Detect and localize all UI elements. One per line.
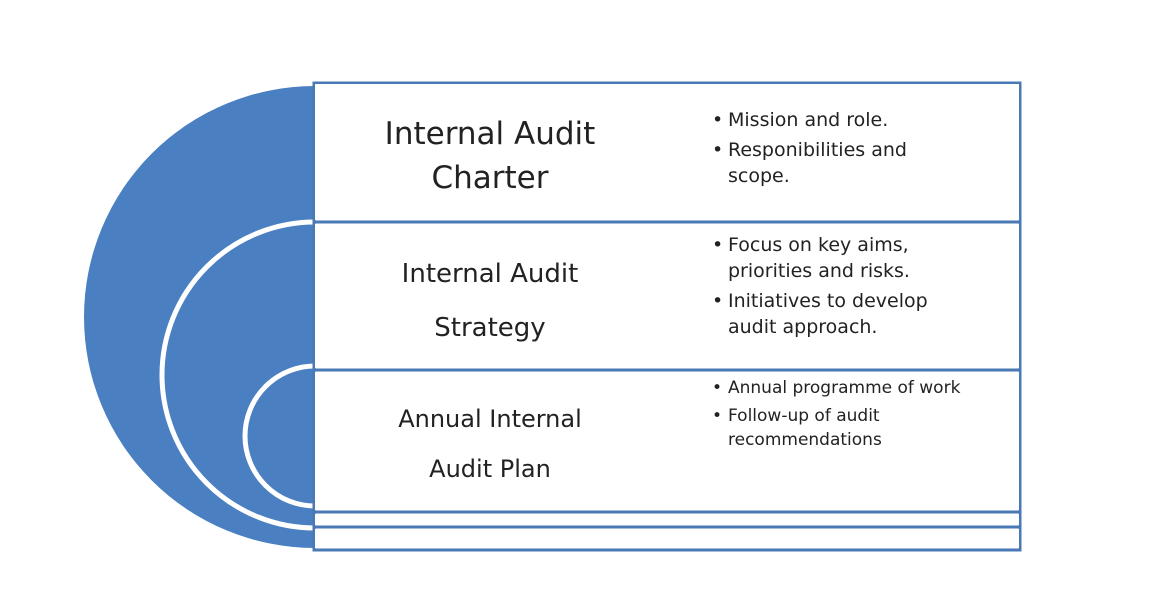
title-line: Charter bbox=[431, 160, 549, 196]
bullet-item: Follow-up of audit recommendations bbox=[712, 404, 972, 452]
bullet-item: Annual programme of work bbox=[712, 376, 972, 400]
title-line: Strategy bbox=[434, 313, 546, 343]
row-bullets-charter: Mission and role. Responibilities and sc… bbox=[712, 107, 972, 193]
bullet-item: Responibilities and scope. bbox=[712, 137, 972, 189]
row-bullets-strategy: Focus on key aims, priorities and risks.… bbox=[712, 232, 972, 344]
row-title-charter: Internal Audit Charter bbox=[310, 112, 670, 200]
row-dividers bbox=[314, 220, 1020, 529]
row-title-plan: Annual Internal Audit Plan bbox=[310, 394, 670, 494]
bullet-item: Initiatives to develop audit approach. bbox=[712, 288, 972, 340]
title-line: Internal Audit bbox=[401, 259, 579, 289]
table-box bbox=[312, 81, 1022, 552]
row-bullets-plan: Annual programme of work Follow-up of au… bbox=[712, 376, 972, 456]
row-title-strategy: Internal Audit Strategy bbox=[310, 247, 670, 355]
bullet-item: Mission and role. bbox=[712, 107, 972, 133]
middle-arc bbox=[159, 219, 316, 531]
outer-semicircle bbox=[84, 86, 315, 548]
bullet-item: Focus on key aims, priorities and risks. bbox=[712, 232, 972, 284]
title-line: Annual Internal bbox=[398, 405, 582, 433]
inner-arc bbox=[242, 363, 316, 509]
title-line: Audit Plan bbox=[429, 455, 551, 483]
title-line: Internal Audit bbox=[384, 116, 596, 152]
